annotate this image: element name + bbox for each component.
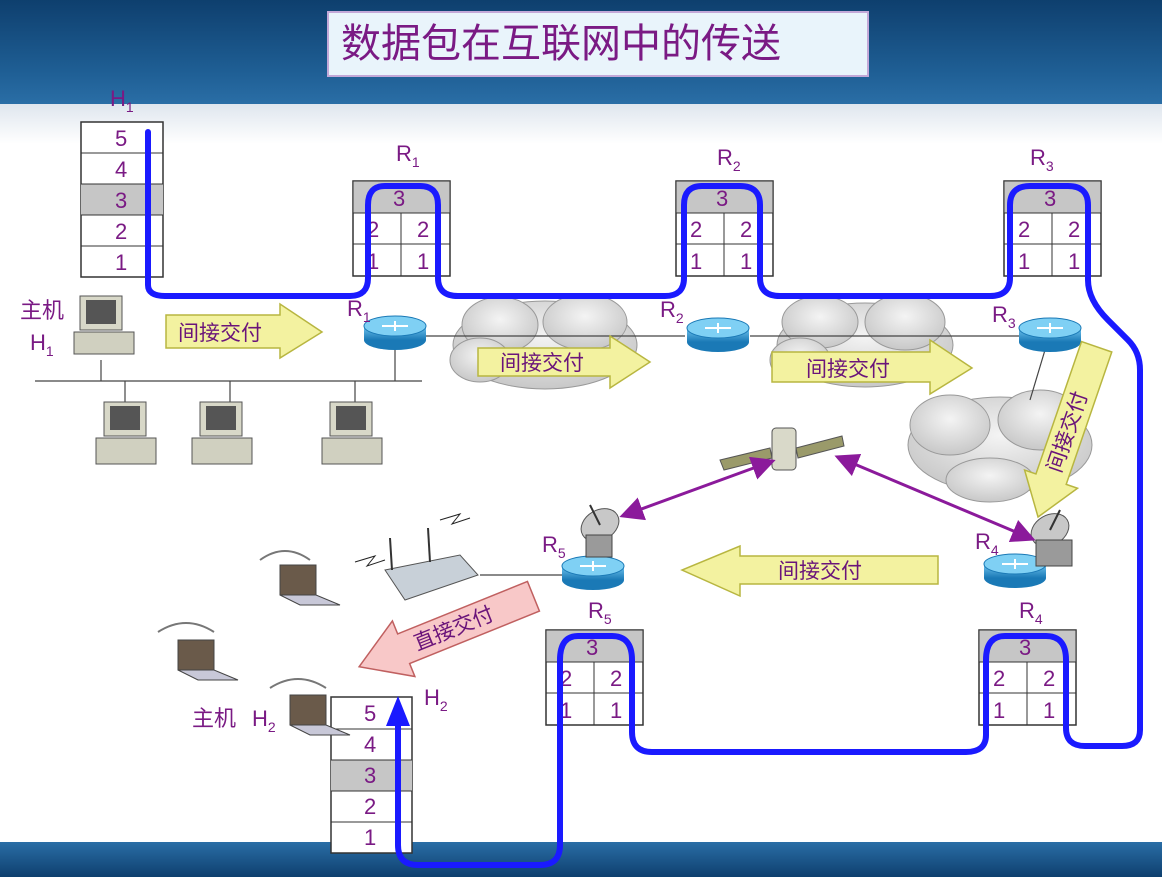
- satellite-dish-r5: [580, 504, 620, 558]
- svg-text:R5: R5: [542, 532, 566, 561]
- svg-text:1: 1: [1068, 249, 1080, 274]
- laptop-2: [157, 622, 239, 681]
- laptop-1: [259, 550, 341, 606]
- svg-text:R3: R3: [992, 302, 1016, 331]
- satellite: [719, 427, 845, 471]
- lan-computer-3: [321, 401, 383, 465]
- svg-text:1: 1: [740, 249, 752, 274]
- svg-text:间接交付: 间接交付: [500, 351, 584, 375]
- slide-title: 数据包在互联网中的传送: [327, 11, 869, 77]
- svg-text:1: 1: [417, 249, 429, 274]
- r2-stack-label: R2: [717, 145, 741, 174]
- svg-text:2: 2: [560, 666, 572, 691]
- h1-layer-3: 3: [115, 188, 127, 213]
- r4-stack-label: R4: [1019, 598, 1043, 627]
- h1-layer-1: 1: [115, 250, 127, 275]
- host-h2-name: H2: [252, 706, 276, 735]
- svg-text:1: 1: [560, 698, 572, 723]
- lan-computer-2: [191, 401, 253, 465]
- svg-text:2: 2: [417, 217, 429, 242]
- svg-text:R4: R4: [975, 529, 999, 558]
- laptop-h2: 主机 H2: [192, 678, 351, 736]
- svg-text:1: 1: [1043, 698, 1055, 723]
- host-h1-text: 主机: [20, 298, 64, 323]
- lan-computer-1: [95, 401, 157, 465]
- svg-text:直接交付: 直接交付: [410, 602, 497, 656]
- svg-text:3: 3: [716, 186, 728, 211]
- svg-text:2: 2: [610, 666, 622, 691]
- svg-text:2: 2: [740, 217, 752, 242]
- h1-layer-5: 5: [115, 126, 127, 151]
- indirect-delivery-arrow-3: 间接交付: [771, 338, 974, 396]
- h1-layer-4: 4: [115, 157, 127, 182]
- h2-stack-label: H2: [424, 685, 448, 714]
- router-r4: R4: [975, 529, 1047, 588]
- host-h2-text: 主机: [192, 706, 236, 731]
- h2-layer-5: 5: [364, 701, 376, 726]
- svg-text:1: 1: [610, 698, 622, 723]
- svg-text:3: 3: [393, 186, 405, 211]
- r5-stack-label: R5: [588, 598, 612, 627]
- host-h1-name: H1: [30, 330, 54, 359]
- svg-text:2: 2: [1043, 666, 1055, 691]
- wireless-access-point: [354, 513, 479, 601]
- satellite-link-right: [834, 453, 1036, 543]
- r4-protocol-stack: R4 3 2 1 2 1: [978, 598, 1077, 726]
- network-links: [35, 335, 1046, 576]
- satellite-dish-r4: [1030, 509, 1073, 567]
- svg-text:3: 3: [1019, 635, 1031, 660]
- top-banner-fade: [0, 104, 1162, 144]
- svg-text:1: 1: [690, 249, 702, 274]
- svg-text:2: 2: [1068, 217, 1080, 242]
- h2-layer-1: 1: [364, 825, 376, 850]
- r3-stack-label: R3: [1030, 145, 1054, 174]
- svg-text:2: 2: [1018, 217, 1030, 242]
- h2-layer-2: 2: [364, 794, 376, 819]
- packet-path-arrowhead: [386, 696, 410, 726]
- satellite-link-left: [619, 456, 776, 521]
- svg-text:3: 3: [1044, 186, 1056, 211]
- h2-layer-4: 4: [364, 732, 376, 757]
- svg-text:1: 1: [993, 698, 1005, 723]
- svg-text:间接交付: 间接交付: [178, 321, 262, 345]
- router-r2: R2: [660, 297, 750, 352]
- h1-stack-label: H1: [110, 86, 134, 115]
- svg-text:2: 2: [690, 217, 702, 242]
- svg-text:R2: R2: [660, 297, 684, 326]
- svg-text:R1: R1: [347, 296, 371, 325]
- h2-layer-3: 3: [364, 763, 376, 788]
- h1-layer-2: 2: [115, 219, 127, 244]
- svg-text:间接交付: 间接交付: [806, 357, 890, 381]
- packet-path: [145, 129, 1143, 868]
- direct-delivery-arrow: 直接交付: [357, 580, 541, 678]
- r1-stack-label: R1: [396, 141, 420, 170]
- indirect-delivery-arrow-1: 间接交付: [165, 302, 324, 360]
- router-r1: R1: [347, 296, 427, 350]
- svg-text:间接交付: 间接交付: [778, 559, 862, 583]
- svg-text:2: 2: [993, 666, 1005, 691]
- router-r5: R5: [542, 532, 625, 590]
- bottom-banner: [0, 842, 1162, 877]
- indirect-delivery-arrow-5: 间接交付: [680, 544, 939, 598]
- svg-text:1: 1: [1018, 249, 1030, 274]
- router-r3: R3: [992, 302, 1082, 352]
- h2-protocol-stack: H2 5 4 3 2 1: [330, 685, 448, 854]
- host-h1-computer: 主机 H1: [20, 295, 135, 359]
- svg-text:3: 3: [586, 635, 598, 660]
- indirect-delivery-arrow-2: 间接交付: [477, 334, 652, 390]
